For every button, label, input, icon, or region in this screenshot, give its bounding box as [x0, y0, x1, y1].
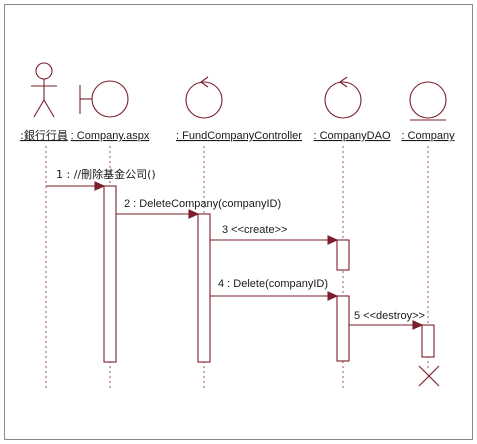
- message-4-label: 4 : Delete(companyID): [218, 278, 328, 290]
- diagram-frame: [4, 4, 473, 440]
- controller-activation: [197, 213, 211, 363]
- dao-activation-delete: [336, 295, 350, 362]
- boundary-icon: [79, 80, 129, 118]
- message-4: 4 : Delete(companyID): [210, 278, 339, 301]
- actor-label: :銀行行員: [20, 128, 68, 142]
- boundary-label: : Company.aspx: [71, 130, 150, 142]
- message-2-label: 2 : DeleteCompany(companyID): [124, 198, 281, 210]
- dao-participant: : CompanyDAO: [313, 76, 391, 142]
- controller-participant: : FundCompanyController: [176, 76, 302, 142]
- message-1-label: 1 : //刪除基金公司(): [56, 167, 156, 181]
- entity-icon: [409, 81, 447, 121]
- message-1: 1 : //刪除基金公司(): [46, 167, 156, 191]
- message-2: 2 : DeleteCompany(companyID): [116, 198, 281, 219]
- boundary-participant: : Company.aspx: [71, 80, 150, 142]
- control-icon: [324, 76, 362, 119]
- message-3-label: 3 <<create>>: [222, 224, 287, 236]
- message-5-label: 5 <<destroy>>: [354, 310, 425, 322]
- actor-participant: :銀行行員: [20, 62, 68, 142]
- control-icon: [185, 76, 223, 119]
- message-3: 3 <<create>>: [210, 224, 339, 245]
- boundary-activation: [103, 185, 117, 363]
- entity-label: : Company: [401, 130, 455, 142]
- controller-label: : FundCompanyController: [176, 130, 302, 142]
- stick-figure-icon: [31, 62, 57, 118]
- entity-participant: : Company: [401, 81, 455, 142]
- destroy-x-icon: [418, 365, 440, 387]
- dao-activation-create: [336, 239, 350, 271]
- entity-activation: [421, 324, 435, 358]
- message-5: 5 <<destroy>>: [349, 310, 425, 330]
- dao-label: : CompanyDAO: [313, 130, 390, 142]
